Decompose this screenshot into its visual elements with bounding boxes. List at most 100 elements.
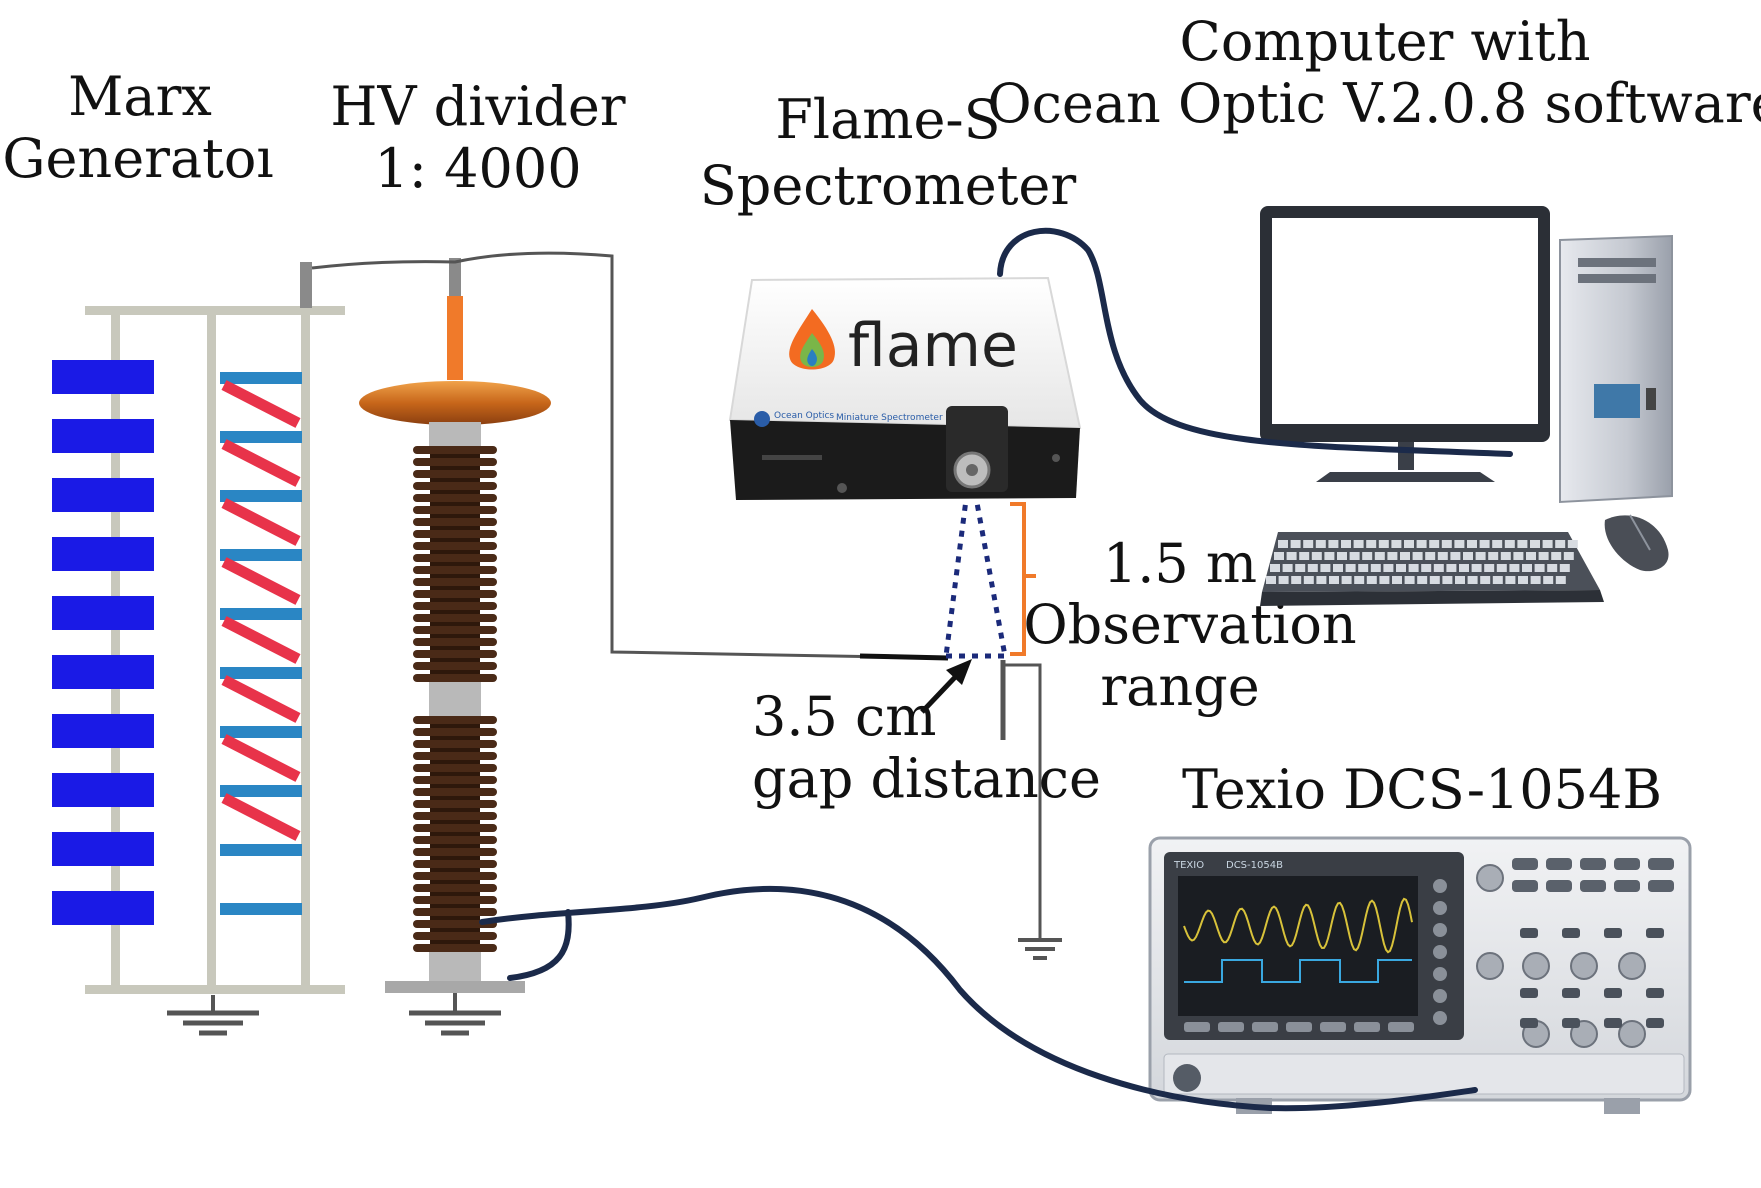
scope-trace-ch2 — [1184, 959, 1412, 983]
scope-knob — [1570, 952, 1598, 980]
observation-label-line2: range — [1100, 655, 1259, 718]
marx-rung — [220, 490, 302, 502]
keyboard-key — [1333, 564, 1343, 572]
insulator-shed — [413, 578, 497, 586]
insulator-shed — [413, 884, 497, 892]
keyboard-key — [1433, 564, 1444, 572]
insulator-shed — [413, 614, 497, 622]
keyboard-key — [1417, 576, 1428, 584]
keyboard-key — [1563, 552, 1574, 560]
marx-resistor — [221, 734, 301, 782]
keyboard-key — [1329, 576, 1339, 584]
scope-bottom-buttons — [1184, 1022, 1414, 1032]
insulator-shed — [413, 566, 497, 574]
scope-panel-button — [1512, 880, 1538, 892]
scope-side-button — [1433, 989, 1447, 1003]
monitor-neck — [1398, 442, 1414, 470]
keyboard-key — [1559, 564, 1570, 572]
scope-side-buttons — [1433, 879, 1447, 1025]
gap-label-line1: 3.5 cm — [752, 685, 937, 748]
scope-panel-button — [1580, 880, 1606, 892]
insulator-shed — [413, 518, 497, 526]
keyboard-key — [1534, 564, 1545, 572]
keyboard-key — [1500, 552, 1511, 560]
observation-range-bracket — [1010, 502, 1036, 656]
scope-softkey — [1218, 1022, 1244, 1032]
keyboard-key — [1379, 576, 1390, 584]
spectrometer-slot — [762, 455, 822, 460]
keyboard-key — [1307, 564, 1318, 572]
keyboard-key — [1442, 576, 1453, 584]
hv-lead — [311, 251, 946, 660]
scope-series: DCS-1054B — [1226, 860, 1283, 871]
hv-divider-label: HV divider 1: 4000 — [330, 75, 625, 200]
insulator-shed — [413, 446, 497, 454]
keyboard-key — [1278, 576, 1289, 584]
marx-capacitor — [52, 655, 154, 689]
insulator-shed — [413, 740, 497, 748]
marx-capacitor — [52, 596, 154, 630]
insulator-shed — [413, 530, 497, 538]
insulator-shed — [413, 650, 497, 658]
monitor-screen — [1272, 218, 1538, 424]
marx-label-line2: Generatoı — [2, 127, 273, 190]
keyboard-key — [1513, 552, 1524, 560]
keyboard-key — [1374, 552, 1385, 560]
hv-wiring — [311, 251, 1042, 940]
keyboard-key — [1266, 576, 1276, 584]
keyboard-key — [1400, 552, 1410, 560]
insulator-shed — [413, 776, 497, 784]
gap-label: 3.5 cm gap distance — [752, 685, 1101, 810]
keyboard-key — [1404, 540, 1414, 548]
keyboard-key — [1504, 540, 1515, 548]
keyboard-key — [1429, 540, 1440, 548]
keyboard-key — [1526, 552, 1536, 560]
insulator-shed — [413, 872, 497, 880]
insulator-shed — [413, 482, 497, 490]
keyboard-key — [1522, 564, 1532, 572]
keyboard-key — [1349, 552, 1360, 560]
keyboard-key — [1391, 540, 1402, 548]
keyboard-key — [1383, 564, 1394, 572]
keyboard-key — [1543, 576, 1554, 584]
keyboard-key — [1396, 564, 1406, 572]
scope-side-button — [1433, 923, 1447, 937]
marx-rung — [220, 903, 302, 915]
scope-power-button — [1173, 1064, 1201, 1092]
divider-toroid — [359, 381, 551, 425]
insulator-shed — [413, 812, 497, 820]
keyboard-key — [1311, 552, 1322, 560]
insulator-shed — [413, 764, 497, 772]
scope-softkey — [1388, 1022, 1414, 1032]
keyboard-key — [1412, 552, 1423, 560]
scope-knob — [1618, 952, 1646, 980]
scope-side-button — [1433, 1011, 1447, 1025]
divider-insulator-upper — [413, 446, 497, 682]
marx-rung — [220, 785, 302, 797]
keyboard-key — [1467, 576, 1478, 584]
marx-rung — [220, 431, 302, 443]
insulator-shed — [413, 752, 497, 760]
keyboard-key — [1538, 552, 1549, 560]
marx-resistor — [221, 498, 301, 546]
keyboard-key — [1475, 552, 1486, 560]
signal-cable — [479, 885, 1478, 1112]
marx-rung — [220, 667, 302, 679]
ground-icon — [1018, 938, 1062, 960]
keyboard-keys — [1266, 540, 1578, 584]
ocean-optics-logo-icon — [754, 411, 770, 427]
keyboard-key — [1291, 576, 1302, 584]
scope-channel-button — [1646, 1018, 1664, 1028]
observation-cone — [943, 491, 1008, 659]
divider-flange-middle — [429, 678, 481, 716]
pc-tower-display — [1594, 384, 1640, 418]
keyboard-key — [1547, 564, 1558, 572]
keyboard-key — [1454, 540, 1465, 548]
scope-knob — [1476, 952, 1504, 980]
insulator-shed — [413, 836, 497, 844]
marx-column-right — [301, 312, 310, 988]
keyboard-key — [1370, 564, 1381, 572]
insulator-shed — [413, 908, 497, 916]
keyboard-key — [1518, 576, 1528, 584]
scope-softkey — [1320, 1022, 1346, 1032]
